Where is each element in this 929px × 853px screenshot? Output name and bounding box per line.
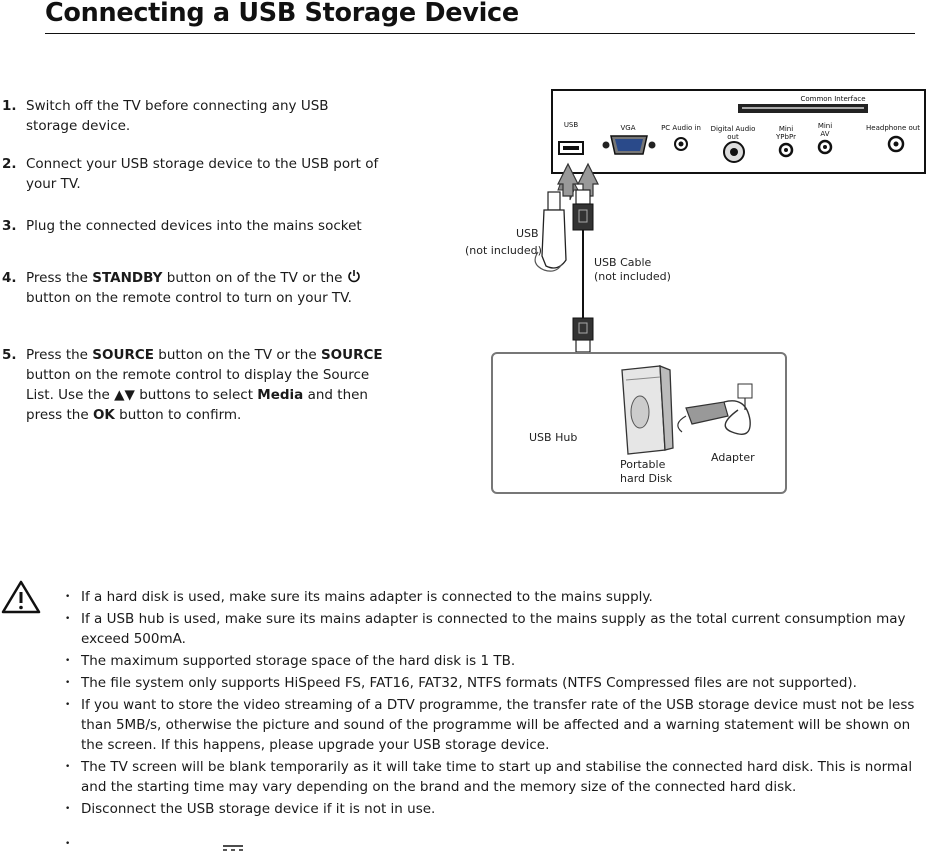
mini-av-label: Mini AV xyxy=(817,122,833,138)
step-text: button on of the TV or the xyxy=(162,270,347,286)
vga-port xyxy=(602,135,656,155)
headphone-label: Headphone out xyxy=(866,124,920,132)
step-1: 1. Switch off the TV before connecting a… xyxy=(0,96,410,136)
step-4: 4. Press the STANDBY button on of the TV… xyxy=(0,268,410,308)
usb-stick-icon xyxy=(547,191,561,211)
source-label: SOURCE xyxy=(320,347,383,363)
digital-audio-label: Digital Audio out xyxy=(710,125,756,141)
usb-hub-label: USB Hub xyxy=(529,431,578,444)
mini-ypbpr-jack xyxy=(778,142,794,158)
warning-icon xyxy=(1,580,41,614)
arrow-up-icon xyxy=(557,162,579,197)
usb-port xyxy=(558,141,584,155)
source-label: SOURCE xyxy=(92,347,154,363)
step-2: 2. Connect your USB storage device to th… xyxy=(0,154,410,194)
devices-box xyxy=(491,352,787,494)
hand-icon xyxy=(534,251,563,272)
usb-plug-icon xyxy=(575,189,591,205)
step-3: 3. Plug the connected devices into the m… xyxy=(0,216,410,236)
headphone-jack xyxy=(887,135,905,153)
step-number: 3. xyxy=(2,218,17,234)
step-text: button on the remote control to turn on … xyxy=(26,290,352,306)
usb-plug-icon xyxy=(572,317,594,341)
step-text: Press the xyxy=(26,270,93,286)
pc-audio-label: PC Audio in xyxy=(661,124,701,132)
list-item: Disconnect the USB storage device if it … xyxy=(65,799,925,819)
standby-label: STANDBY xyxy=(92,270,163,286)
step-text: button on the remote control to display … xyxy=(26,367,370,403)
adapter-icon xyxy=(677,383,753,435)
list-item: If a hard disk is used, make sure its ma… xyxy=(65,587,925,607)
page-title: Connecting a USB Storage Device xyxy=(45,0,519,28)
devices-illustration xyxy=(621,365,753,455)
hard-disk-icon xyxy=(621,365,674,455)
ci-slot xyxy=(738,104,868,113)
usb-port-label: USB xyxy=(563,121,579,129)
step-text: Plug the connected devices into the main… xyxy=(26,218,362,234)
list-item: The file system only supports HiSpeed FS… xyxy=(65,673,925,693)
notes-list: If a hard disk is used, make sure its ma… xyxy=(65,587,925,821)
arrow-buttons-icon: ▲▼ xyxy=(114,387,135,403)
usb-not-included: (not included) xyxy=(465,244,542,257)
usb-label: USB xyxy=(516,227,539,240)
list-item: The maximum supported storage space of t… xyxy=(65,651,925,671)
list-item: If a USB hub is used, make sure its main… xyxy=(65,609,925,649)
step-number: 2. xyxy=(2,156,17,172)
common-interface-label: Common Interface xyxy=(800,95,866,103)
media-label: Media xyxy=(257,387,304,403)
step-5: 5. Press the SOURCE button on the TV or … xyxy=(0,345,410,430)
power-icon xyxy=(347,270,360,283)
list-item-truncated: • xyxy=(65,839,71,849)
step-number: 5. xyxy=(2,347,17,363)
adapter-label: Adapter xyxy=(711,451,755,464)
mini-ypbpr-label: Mini YPbPr xyxy=(776,125,796,141)
step-text: button on the TV or the xyxy=(153,347,321,363)
mini-av-jack xyxy=(817,139,833,155)
vga-port-label: VGA xyxy=(620,124,636,132)
connection-diagram xyxy=(534,162,599,353)
dc-symbol-icon xyxy=(223,845,243,851)
tv-connector-panel: Common Interface USB VGA PC Audio in Dig… xyxy=(551,89,926,174)
step-text: button to confirm. xyxy=(114,407,242,423)
ok-label: OK xyxy=(92,407,115,423)
cable-not-included: (not included) xyxy=(594,270,671,283)
step-text: buttons to select xyxy=(134,387,258,403)
list-item: The TV screen will be blank temporarily … xyxy=(65,757,925,797)
portable-hdd-label: Portable hard Disk xyxy=(620,458,673,485)
list-item: If you want to store the video streaming… xyxy=(65,695,925,755)
step-text: Switch off the TV before connecting any … xyxy=(26,98,329,134)
step-text: and then press the xyxy=(26,387,368,423)
digital-audio-jack xyxy=(723,141,745,163)
step-text: Connect your USB storage device to the U… xyxy=(26,156,379,192)
arrow-up-icon xyxy=(577,162,599,197)
step-number: 1. xyxy=(2,98,17,114)
pc-audio-jack xyxy=(674,137,688,151)
title-rule xyxy=(45,33,915,34)
usb-cable-label: USB Cable xyxy=(594,256,652,269)
step-text: Press the xyxy=(26,347,93,363)
step-number: 4. xyxy=(2,270,17,286)
